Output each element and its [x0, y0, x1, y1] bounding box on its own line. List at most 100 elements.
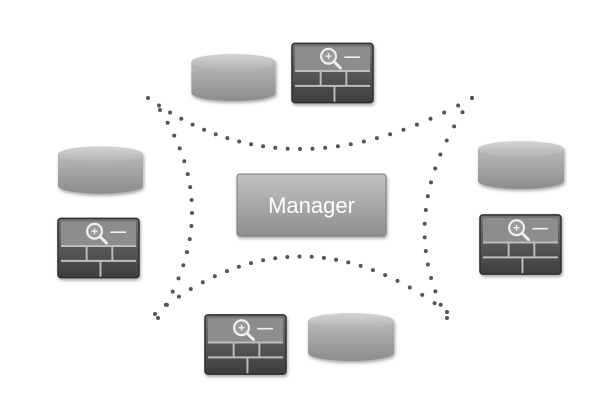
database-icon — [308, 313, 394, 361]
boundary-dot — [187, 237, 192, 242]
boundary-dot — [273, 145, 278, 150]
boundary-dot — [425, 194, 430, 199]
boundary-dot — [181, 263, 186, 268]
boundary-dot — [188, 185, 193, 190]
boundary-dot — [310, 146, 315, 151]
boundary-dot — [323, 145, 328, 150]
boundary-dot — [425, 262, 430, 267]
boundary-dot — [224, 269, 229, 274]
boundary-dot — [153, 312, 157, 316]
boundary-dot — [401, 127, 406, 132]
boundary-dot — [388, 132, 393, 137]
boundary-dot — [146, 96, 150, 100]
boundary-dot — [156, 316, 160, 320]
boundary-dot — [249, 261, 253, 266]
boundary-dot — [429, 180, 433, 185]
boundary-dot — [321, 255, 326, 260]
boundary-dot — [273, 256, 278, 261]
boundary-dot — [172, 133, 177, 138]
boundary-dot — [225, 136, 230, 141]
boundary-dot — [444, 138, 449, 143]
boundary-dot — [460, 110, 465, 115]
boundary-dot — [438, 302, 443, 307]
boundary-dot — [237, 139, 242, 144]
boundary-dot — [298, 147, 302, 151]
boundary-dot — [428, 116, 433, 121]
boundary-dot — [236, 264, 241, 269]
boundary-dot — [432, 301, 437, 306]
boundary-dot — [361, 139, 366, 144]
boundary-dot — [212, 274, 217, 279]
node-right — [478, 141, 564, 276]
boundary-dot — [190, 122, 195, 127]
boundary-dot — [445, 310, 449, 314]
boundary-dot — [200, 280, 205, 285]
boundary-dot — [429, 276, 434, 280]
boundary-dot — [420, 292, 425, 297]
boundary-dot — [249, 142, 254, 147]
boundary-dot — [346, 260, 351, 265]
database-icon — [478, 141, 564, 189]
boundary-dot — [335, 144, 340, 149]
boundary-dot — [188, 287, 193, 291]
boundary-dot — [179, 116, 184, 121]
database-icon — [191, 53, 276, 102]
boundary-dot — [422, 235, 427, 240]
boundary-dot — [165, 120, 170, 125]
boundary-dot — [433, 289, 438, 294]
manager-node — [236, 173, 387, 237]
boundary-dot — [261, 144, 266, 149]
boundary-dot — [213, 132, 218, 137]
dotted-curve-left — [156, 108, 194, 320]
boundary-dot — [422, 221, 427, 226]
database-icon — [57, 146, 144, 194]
boundary-dot — [157, 103, 161, 108]
boundary-dot — [370, 268, 375, 273]
boundary-dot — [442, 110, 447, 115]
dotted-curve-top — [146, 96, 474, 151]
boundary-dot — [414, 122, 419, 127]
boundary-dot — [202, 127, 207, 132]
firewall-search-icon — [479, 213, 562, 276]
firewall-search-icon — [57, 217, 140, 279]
boundary-dot — [334, 257, 339, 262]
manager-label: Manager — [268, 193, 355, 218]
boundary-dot — [456, 103, 461, 108]
manager-box — [236, 173, 387, 237]
boundary-dot — [189, 224, 194, 228]
dotted-curve-bottom — [153, 254, 449, 316]
boundary-dot — [348, 142, 353, 147]
boundary-dot — [309, 254, 314, 259]
node-top — [191, 42, 374, 104]
boundary-dot — [374, 136, 379, 141]
boundary-dot — [407, 285, 412, 290]
boundary-dot — [358, 263, 363, 268]
dotted-curve-right — [422, 96, 474, 320]
boundary-dot — [182, 159, 187, 164]
boundary-dot — [177, 146, 182, 151]
boundary-dot — [438, 152, 443, 157]
boundary-dot — [452, 124, 457, 129]
boundary-dot — [168, 110, 173, 115]
node-bottom — [204, 313, 394, 376]
boundary-dot — [185, 172, 190, 177]
boundary-dot — [158, 108, 162, 112]
boundary-dot — [395, 278, 400, 283]
boundary-dot — [189, 198, 194, 202]
boundary-dot — [176, 276, 181, 281]
dotted-boundary-lines — [146, 96, 474, 320]
boundary-dot — [470, 96, 474, 100]
boundary-dot — [176, 294, 181, 299]
boundary-dot — [285, 255, 290, 259]
firewall-search-icon — [204, 313, 287, 376]
boundary-dot — [423, 249, 428, 253]
boundary-dot — [190, 211, 194, 215]
boundary-dot — [445, 316, 449, 320]
boundary-dot — [297, 254, 302, 259]
boundary-dot — [285, 146, 290, 151]
boundary-dot — [423, 208, 428, 212]
node-left — [57, 146, 144, 279]
boundary-dot — [185, 250, 189, 255]
firewall-search-icon — [291, 42, 374, 104]
